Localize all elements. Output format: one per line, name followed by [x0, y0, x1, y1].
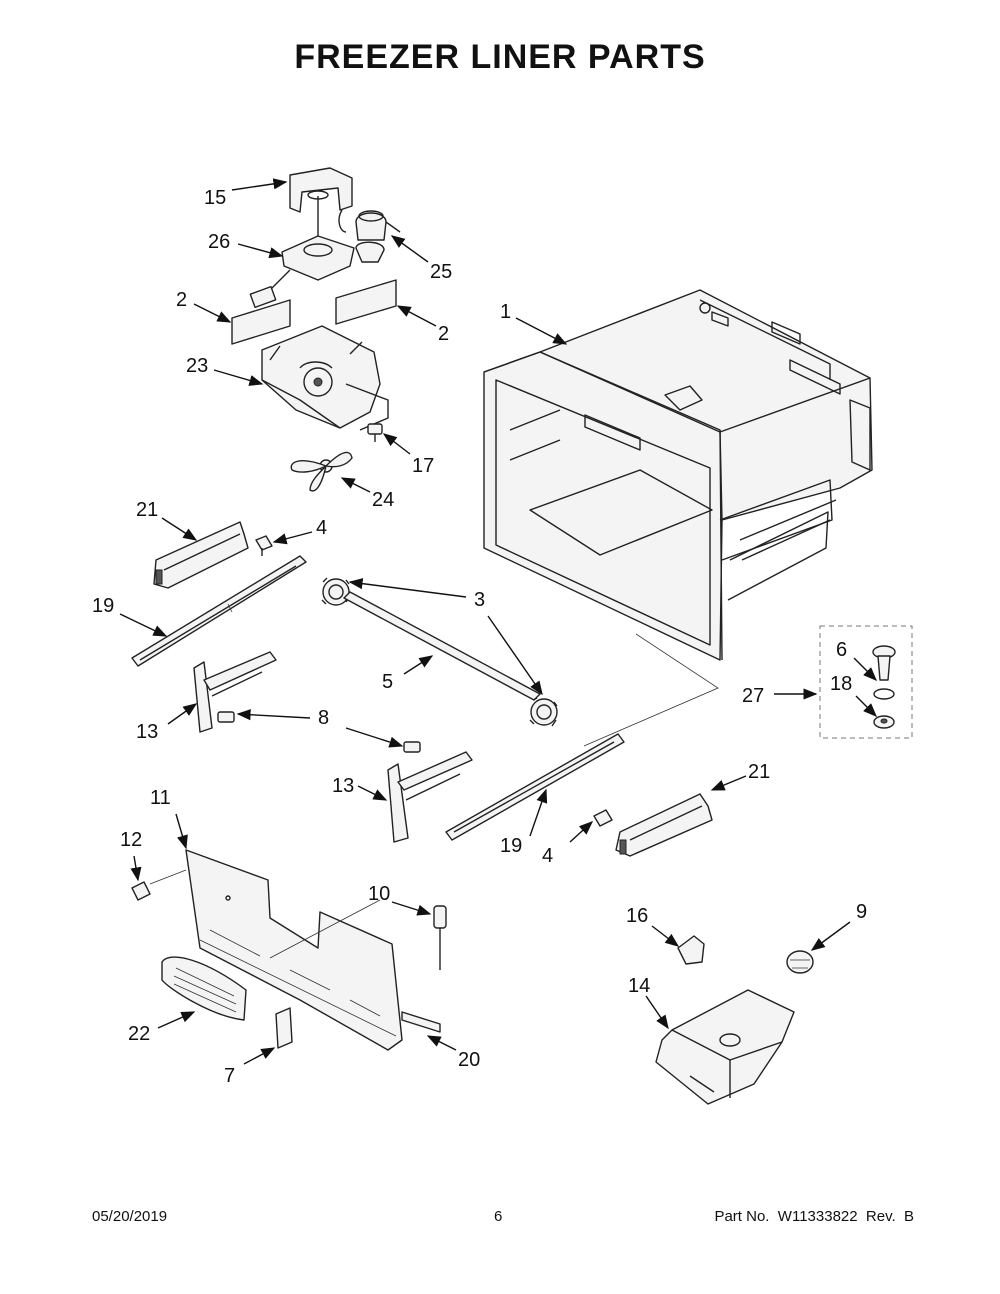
- drain-trough: [655, 989, 795, 1105]
- callout-1: 1: [500, 301, 511, 323]
- callout-18: 18: [830, 673, 852, 695]
- callout-21-right: 21: [748, 761, 770, 783]
- washer: [873, 715, 895, 729]
- reference-line: [149, 869, 187, 885]
- bracket-screw-right: [403, 741, 421, 753]
- callout-5: 5: [382, 671, 393, 693]
- page-title: FREEZER LINER PARTS: [294, 38, 706, 76]
- rear-cover-panel: [185, 849, 403, 1051]
- damper-bracket: [289, 167, 353, 240]
- callout-14: 14: [628, 975, 650, 997]
- panel-screw: [131, 881, 151, 901]
- callout-4-left: 4: [316, 517, 327, 539]
- housing-screw: [367, 423, 383, 442]
- callout-2-left: 2: [176, 289, 187, 311]
- leader-lines: [119, 178, 877, 1065]
- callout-27: 27: [742, 685, 764, 707]
- callout-15: 15: [204, 187, 226, 209]
- callout-23: 23: [186, 355, 208, 377]
- thermistor: [433, 905, 447, 970]
- callout-26: 26: [208, 231, 230, 253]
- callout-labels: 15 26 25 2 2 1 23 17 24 21 4 3 19 5 8 13…: [92, 187, 867, 1087]
- callout-9: 9: [856, 901, 867, 923]
- fan-housing: [261, 325, 389, 431]
- slide-cover-left: [153, 521, 249, 589]
- slide-screw-right: [593, 809, 613, 827]
- callout-22: 22: [128, 1023, 150, 1045]
- callout-6: 6: [836, 639, 847, 661]
- o-ring: [873, 688, 895, 700]
- slide-rail-left: [131, 555, 307, 667]
- slide-bracket-right: [387, 751, 473, 843]
- callout-8: 8: [318, 707, 329, 729]
- callout-10: 10: [368, 883, 390, 905]
- callout-19-left: 19: [92, 595, 114, 617]
- drain-clip: [275, 1007, 293, 1049]
- damper-heater-connector: [355, 210, 401, 263]
- damper-motor: [249, 235, 355, 309]
- pinion-gear-left: [321, 577, 351, 606]
- callout-7: 7: [224, 1065, 235, 1087]
- bracket-screw-left: [217, 711, 235, 723]
- pinion-gear-right: [529, 697, 558, 727]
- callout-13-left: 13: [136, 721, 158, 743]
- callout-21-left: 21: [136, 499, 158, 521]
- drain-plug: [872, 645, 896, 681]
- footer-page-number: 6: [494, 1208, 503, 1225]
- rotary-knob: [786, 950, 814, 974]
- slide-cover-right: [615, 793, 713, 857]
- callout-25: 25: [430, 261, 452, 283]
- footer-date: 05/20/2019: [92, 1208, 168, 1225]
- reference-line: [583, 633, 719, 747]
- callout-11: 11: [150, 787, 171, 809]
- callout-13-right: 13: [332, 775, 354, 797]
- callout-17: 17: [412, 455, 434, 477]
- fan-blade: [290, 451, 353, 492]
- callout-24: 24: [372, 489, 394, 511]
- footer-part-text: Part No. W11333822 Rev. B: [714, 1208, 914, 1225]
- callout-16: 16: [626, 905, 648, 927]
- callout-19-right: 19: [500, 835, 522, 857]
- axle-rod: [343, 591, 541, 701]
- callout-3: 3: [474, 589, 485, 611]
- slide-bracket-left: [193, 651, 277, 733]
- kit-box: [819, 625, 913, 739]
- return-air-grille: [161, 956, 247, 1021]
- callout-2-right: 2: [438, 323, 449, 345]
- callout-20: 20: [458, 1049, 480, 1071]
- slide-rail-right: [445, 733, 625, 841]
- reference-line: [269, 899, 381, 959]
- switch-button: [677, 935, 705, 965]
- freezer-liner: [483, 289, 873, 661]
- foam-strip: [401, 1011, 441, 1033]
- slide-screw-left: [255, 535, 273, 556]
- insulation-pads: [231, 279, 397, 345]
- footer-part-number: Part No. W11333822 Rev. B: [714, 1208, 914, 1225]
- callout-12: 12: [120, 829, 142, 851]
- callout-4-right: 4: [542, 845, 553, 867]
